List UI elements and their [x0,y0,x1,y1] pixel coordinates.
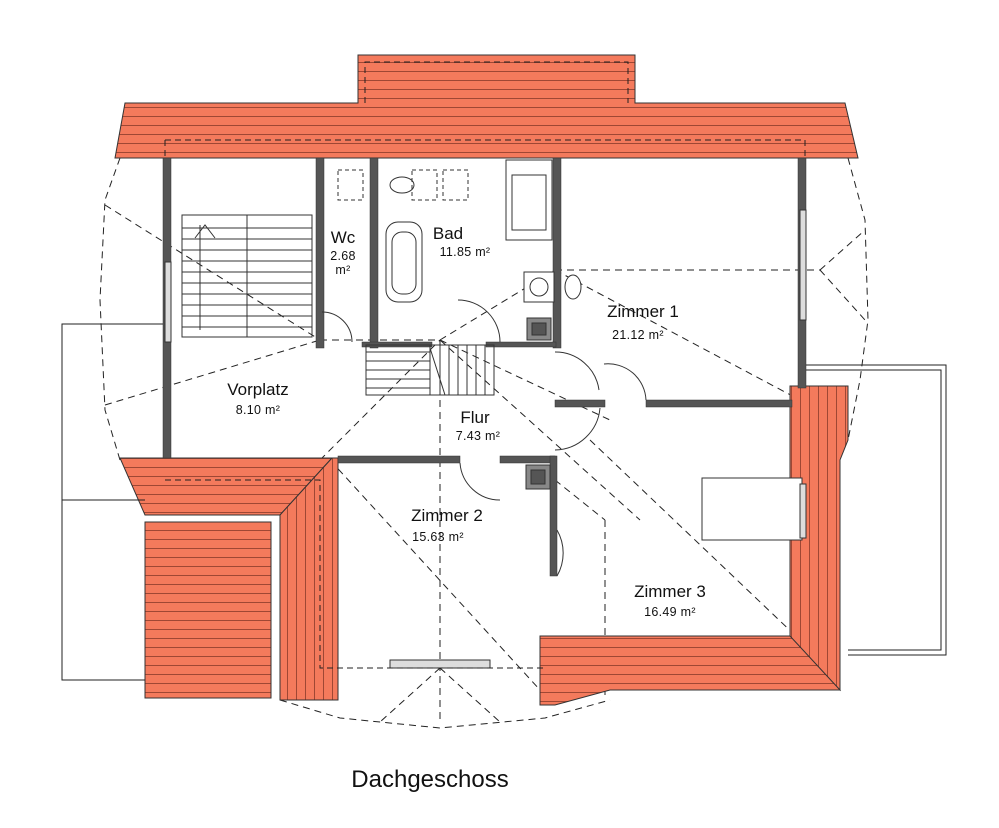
plan-title: Dachgeschoss [351,766,509,793]
room-area-flur: 7.43 m² [455,429,501,443]
roof-tiles [114,54,859,706]
room-label-zimmer-2: Zimmer 2 [411,506,483,525]
room-area-wc: 2.68 [330,249,356,263]
room-label-vorplatz: Vorplatz [227,380,289,399]
room-area-zimmer-3: 16.49 m² [644,605,696,619]
inner-dashed-lines [165,479,545,669]
room-area-zimmer-1: 21.12 m² [612,328,664,342]
room-area-wc-unit: m² [335,263,351,277]
room-area-bad: 11.85 m² [439,245,491,259]
room-label-bad: Bad [432,224,464,243]
skylights-dashed [337,169,469,201]
toilet-icon [389,176,415,194]
balcony-outlines [61,323,947,681]
room-label-zimmer-3: Zimmer 3 [634,582,706,601]
staircase [181,214,495,396]
sink-icon [529,277,549,297]
fixtures [164,159,807,669]
roof-inner-dashed [164,61,806,158]
room-area-vorplatz: 8.10 m² [235,403,281,417]
room-label-zimmer-1: Zimmer 1 [607,302,679,321]
room-label-flur: Flur [460,408,490,427]
room-label-wc: Wc [330,228,356,247]
doors [321,299,647,577]
room-area-zimmer-2: 15.63 m² [412,530,464,544]
